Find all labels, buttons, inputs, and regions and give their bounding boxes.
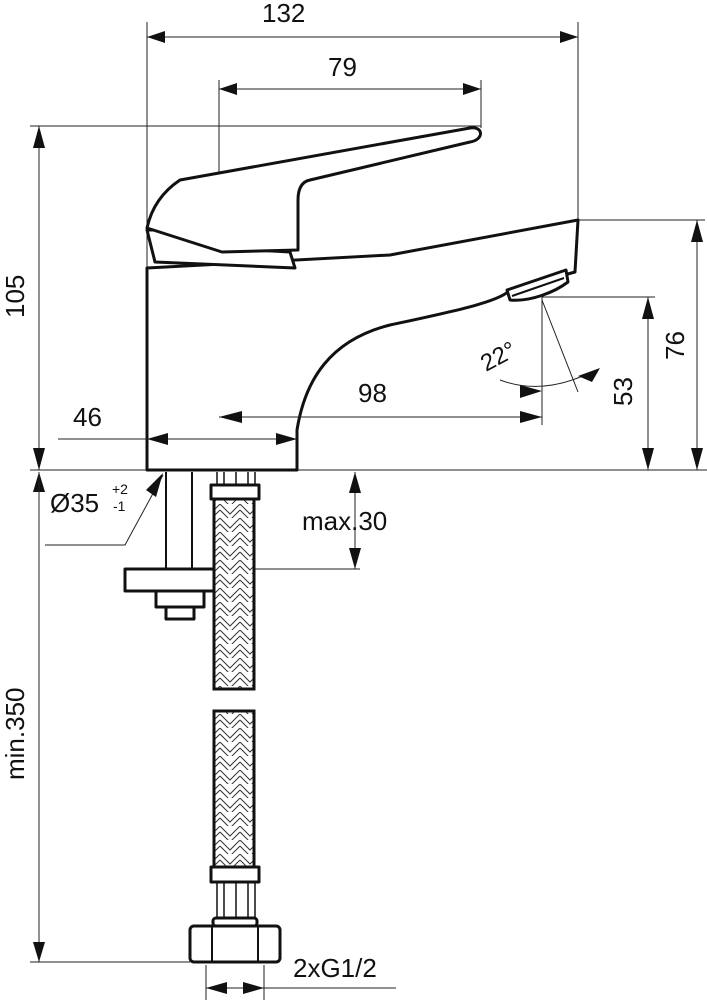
dim-spout-reach: 98 — [358, 378, 387, 408]
hose-lower — [188, 709, 282, 964]
dim-lever-length: 79 — [328, 52, 357, 82]
dim-hole-tol-minus: -1 — [113, 498, 126, 514]
dim-max-deck-thickness: max.30 — [302, 506, 387, 536]
extension-lines — [30, 22, 707, 1000]
hose-upper — [209, 472, 261, 691]
dim-overall-height: 105 — [0, 275, 30, 318]
dim-min-hose-length: min.350 — [0, 688, 30, 781]
dim-connection: 2xG1/2 — [293, 953, 377, 983]
lever-handle — [145, 126, 482, 254]
dim-hole-diameter: Ø35 — [50, 488, 99, 518]
dim-spout-top-height: 76 — [660, 331, 690, 360]
dim-overall-width: 132 — [262, 0, 305, 28]
dimension-labels: 132 79 105 46 98 22° 53 76 Ø35 +2 -1 max… — [0, 0, 690, 983]
faucet-body — [145, 218, 580, 472]
dim-outlet-height: 53 — [608, 377, 638, 406]
dim-spout-angle: 22° — [476, 336, 521, 377]
dimension-lines — [33, 31, 703, 994]
dim-hole-tol-plus: +2 — [112, 481, 128, 497]
dim-body-depth: 46 — [73, 402, 102, 432]
